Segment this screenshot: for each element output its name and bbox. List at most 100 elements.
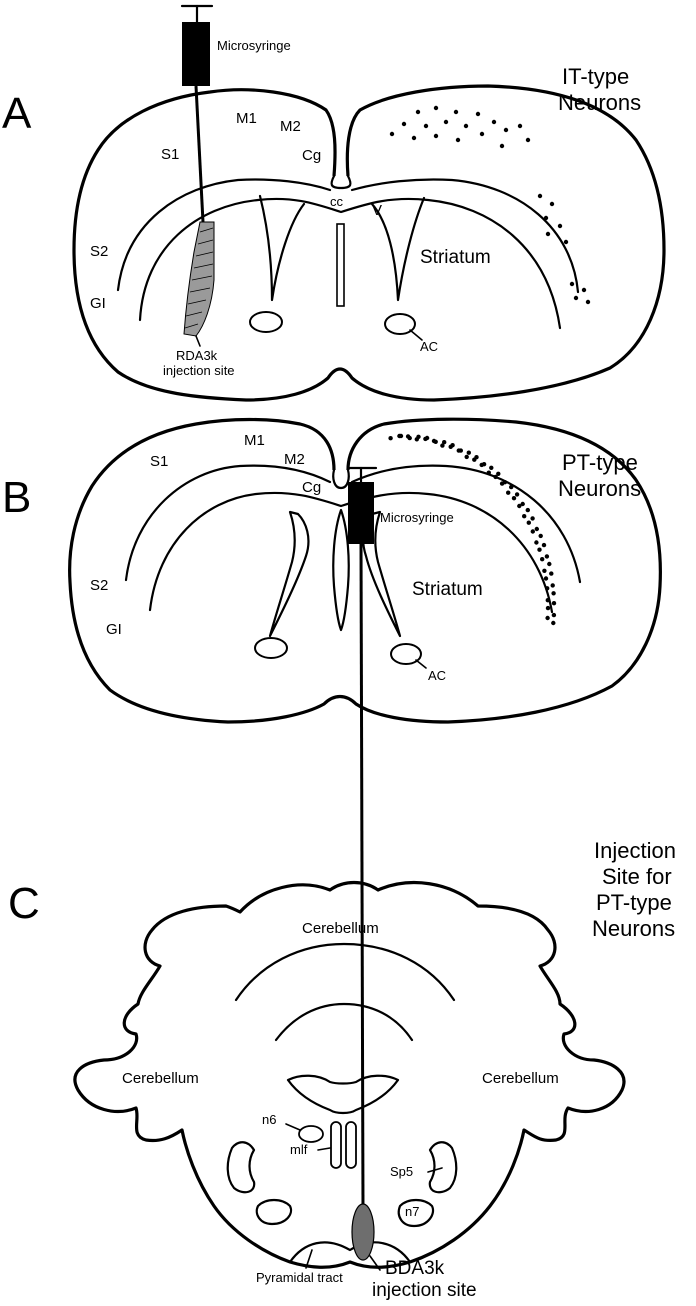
panel-b-ventricle-left: [268, 510, 310, 638]
panel-c-label-n6: n6: [262, 1112, 276, 1127]
pt-neuron-dot: [496, 471, 501, 476]
pt-neuron-dot: [545, 586, 550, 591]
panel-a-letter: A: [2, 89, 32, 138]
panel-a-callosum-lower: [138, 197, 562, 330]
panel-b-midline: [332, 468, 350, 490]
panel-b-label-striatum: Striatum: [412, 579, 483, 600]
panel-c-label-cerebellum-left: Cerebellum: [122, 1070, 199, 1087]
pt-neuron-dot: [397, 433, 402, 439]
panel-c-mlf-right: [345, 1121, 357, 1169]
pt-neuron-dot: [520, 501, 525, 507]
panel-b-label-gi: GI: [106, 621, 122, 638]
panel-b-title-line2: Neurons: [558, 476, 641, 501]
pt-neuron-dot: [464, 454, 469, 460]
pt-neuron-dot: [534, 540, 539, 545]
pt-neuron-dot: [493, 474, 498, 480]
panel-a-injection-hatching: [184, 227, 214, 329]
panel-a-brain-outline: [72, 84, 666, 402]
panel-c-mlf-left: [330, 1121, 342, 1169]
pt-neuron-dot: [486, 470, 491, 475]
pt-neuron-dot: [545, 605, 551, 611]
panel-a-injection-label-line1: RDA3k: [176, 348, 218, 363]
pt-neuron-dot: [551, 601, 557, 606]
panel-b: B PT-type Neurons M1 M2 S1 Cg S2 GI Stri…: [2, 417, 662, 724]
panel-b-callosum-upper: [124, 464, 582, 584]
panel-a-label-s1: S1: [161, 146, 179, 163]
panel-a-it-neurons: [389, 105, 591, 305]
panel-c-label-cerebellum-top: Cerebellum: [302, 920, 379, 937]
panel-a-ac-left: [249, 311, 283, 333]
pt-neuron-dot: [466, 450, 471, 455]
panel-a-label-m2: M2: [280, 118, 301, 135]
pt-neuron-dot: [542, 568, 547, 573]
pt-neuron-dot: [472, 457, 477, 462]
pt-neuron-dot: [499, 481, 505, 486]
panel-c-title-line4: Neurons: [592, 916, 675, 941]
panel-c-title-line2: Site for: [602, 864, 672, 889]
panel-c-title-line1: Injection: [594, 838, 676, 863]
panel-a-label-s2: S2: [90, 243, 108, 260]
panel-b-pt-neurons: [388, 433, 557, 626]
pt-neuron-dot: [543, 576, 549, 581]
panel-b-label-m2: M2: [284, 451, 305, 468]
pt-neuron-dot: [540, 557, 545, 562]
panel-a-injection-label-line2: injection site: [163, 363, 235, 378]
panel-c-pyramidal-leader: [305, 1249, 313, 1269]
panel-c-folium-2: [274, 1002, 414, 1042]
panel-c: C Injection Site for PT-type Neurons: [8, 466, 676, 1301]
pt-neuron-dot: [551, 612, 557, 618]
panel-c-folium-1: [234, 942, 456, 1002]
panel-a-label-cg: Cg: [302, 147, 321, 164]
pt-neuron-dot: [489, 465, 494, 470]
panel-b-label-s2: S2: [90, 577, 108, 594]
panel-a-label-m1: M1: [236, 110, 257, 127]
panel-a-title-line1: IT-type: [562, 64, 629, 89]
panel-a: A IT-type Neurons Microsyringe: [2, 4, 666, 402]
panel-b-brain-outline: [68, 417, 662, 724]
panel-c-label-cerebellum-right: Cerebellum: [482, 1070, 559, 1087]
panel-b-label-cg: Cg: [302, 479, 321, 496]
panel-b-label-s1: S1: [150, 453, 168, 470]
pt-neuron-dot: [526, 520, 531, 525]
pt-neuron-dot: [388, 436, 393, 441]
panel-b-letter: B: [2, 473, 31, 522]
panel-c-injection-site: [351, 1203, 375, 1261]
pt-neuron-dot: [440, 443, 445, 448]
pt-neuron-dot: [551, 591, 556, 596]
pt-neuron-dot: [550, 583, 555, 588]
pt-neuron-dot: [506, 490, 511, 495]
panel-c-fourth-ventricle: [286, 1074, 400, 1115]
panel-c-microsyringe: [346, 466, 378, 1211]
pt-neuron-dot: [544, 554, 550, 559]
panel-a-label-striatum: Striatum: [420, 247, 491, 268]
panel-c-mlf-leader: [317, 1147, 331, 1151]
panel-a-septum-bar: [336, 223, 345, 307]
panel-c-label-sp5: Sp5: [390, 1164, 413, 1179]
pt-neuron-dot: [514, 492, 520, 497]
panel-c-n7: [397, 1198, 435, 1228]
panel-c-outline: [73, 880, 626, 1269]
pt-neuron-dot: [522, 514, 527, 519]
panel-c-label-mlf: mlf: [290, 1142, 308, 1157]
pt-neuron-dot: [423, 436, 428, 442]
pt-neuron-dot: [517, 503, 522, 509]
panel-a-injection-leader: [195, 335, 201, 347]
panel-b-title-line1: PT-type: [562, 450, 638, 475]
pt-neuron-dot: [547, 561, 552, 567]
pt-neuron-dot: [525, 507, 530, 513]
panel-a-label-cc: cc: [330, 194, 344, 209]
pt-neuron-dot: [551, 620, 556, 626]
panel-c-n6: [298, 1125, 324, 1143]
panel-a-label-gi: GI: [90, 295, 106, 312]
panel-b-callosum-lower: [148, 491, 554, 614]
panel-c-label-pyramidal-tract: Pyramidal tract: [256, 1270, 343, 1285]
pt-neuron-dot: [414, 437, 419, 442]
pt-neuron-dot: [448, 444, 453, 449]
pt-neuron-dot: [530, 529, 535, 534]
panel-a-callosum-upper: [116, 178, 580, 294]
pt-neuron-dot: [545, 598, 550, 603]
pt-neuron-dot: [442, 440, 447, 445]
panel-b-ac-leader: [415, 659, 427, 669]
pt-neuron-dot: [431, 438, 437, 444]
